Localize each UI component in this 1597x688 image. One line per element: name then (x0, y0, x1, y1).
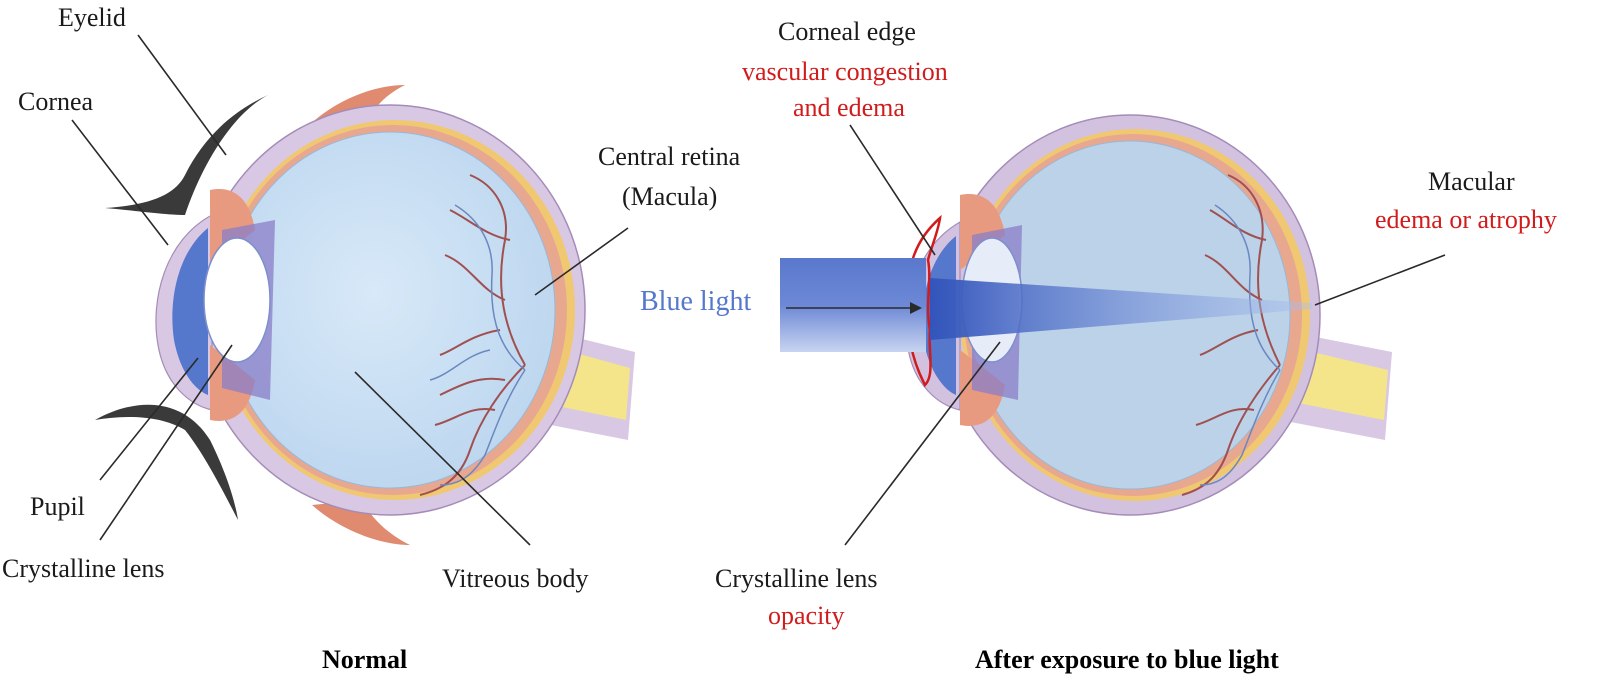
pupil-leader (99, 357, 199, 481)
label-macula: (Macula) (622, 182, 717, 211)
vitreous-leader (354, 371, 531, 546)
crystalline-lens (203, 237, 271, 363)
label-corneal-edge: Corneal edge (778, 17, 916, 46)
retinal-vessels-2 (1181, 174, 1281, 496)
caption-normal: Normal (322, 645, 407, 674)
retina-leader (534, 227, 629, 296)
anterior-chamber (172, 228, 208, 395)
lens-leader (99, 344, 233, 541)
label-cornea: Cornea (18, 87, 94, 116)
label-eyelid: Eyelid (58, 3, 126, 32)
blue-light-beam-inside (930, 278, 1312, 340)
vitreous (224, 131, 556, 489)
label-crystalline-lens-2: Crystalline lens (715, 564, 877, 593)
exposed-leaders (786, 124, 1446, 546)
exposed-eye (906, 114, 1392, 516)
blue-light-arrow-head (910, 302, 922, 314)
eyelid-leader (137, 34, 227, 156)
label-macular-edema: edema or atrophy (1375, 205, 1557, 234)
ciliary-upper-2 (960, 194, 1005, 270)
crystalline-lens-leader (844, 341, 1001, 546)
blue-light-beam-incoming (780, 258, 926, 352)
label-vascular-congestion: vascular congestion (742, 57, 948, 86)
normal-leaders (71, 34, 629, 546)
lower-muscle (312, 500, 410, 545)
label-vitreous-body: Vitreous body (442, 564, 588, 593)
label-blue-light: Blue light (640, 286, 751, 317)
label-crystalline-lens: Crystalline lens (2, 554, 164, 583)
normal-eye (95, 85, 635, 545)
caption-after-exposure: After exposure to blue light (975, 645, 1279, 674)
upper-eyelash (105, 95, 268, 215)
retinal-veins-2 (1199, 204, 1281, 486)
label-macular: Macular (1428, 167, 1515, 196)
retinal-vessels (419, 174, 526, 496)
label-opacity: opacity (768, 601, 845, 630)
cornea-leader (71, 119, 169, 246)
label-and-edema: and edema (793, 93, 905, 122)
retinal-veins (429, 204, 526, 486)
lower-eyelash (95, 404, 238, 520)
label-pupil: Pupil (30, 492, 85, 521)
corneal-edge-leader (849, 124, 936, 256)
label-central-retina: Central retina (598, 142, 741, 171)
macular-leader (1314, 254, 1446, 306)
